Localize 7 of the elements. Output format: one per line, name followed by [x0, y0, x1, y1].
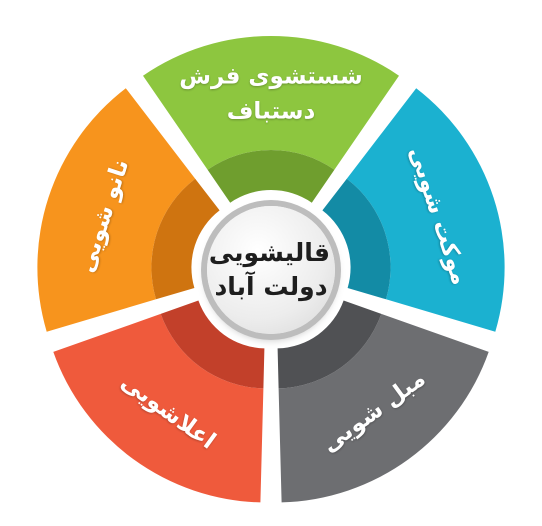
- center-circle: [207, 206, 335, 334]
- segment-label: شستشوی فرش دستباف: [178, 62, 364, 126]
- segment-label: نانو شویی: [72, 154, 135, 278]
- segment-label: مبل شویی: [316, 365, 432, 460]
- segment-label: موکت شویی: [403, 142, 474, 290]
- center-title: قالیشویی دولت آباد: [212, 237, 330, 304]
- segment-label: اعلاشویی: [114, 368, 221, 458]
